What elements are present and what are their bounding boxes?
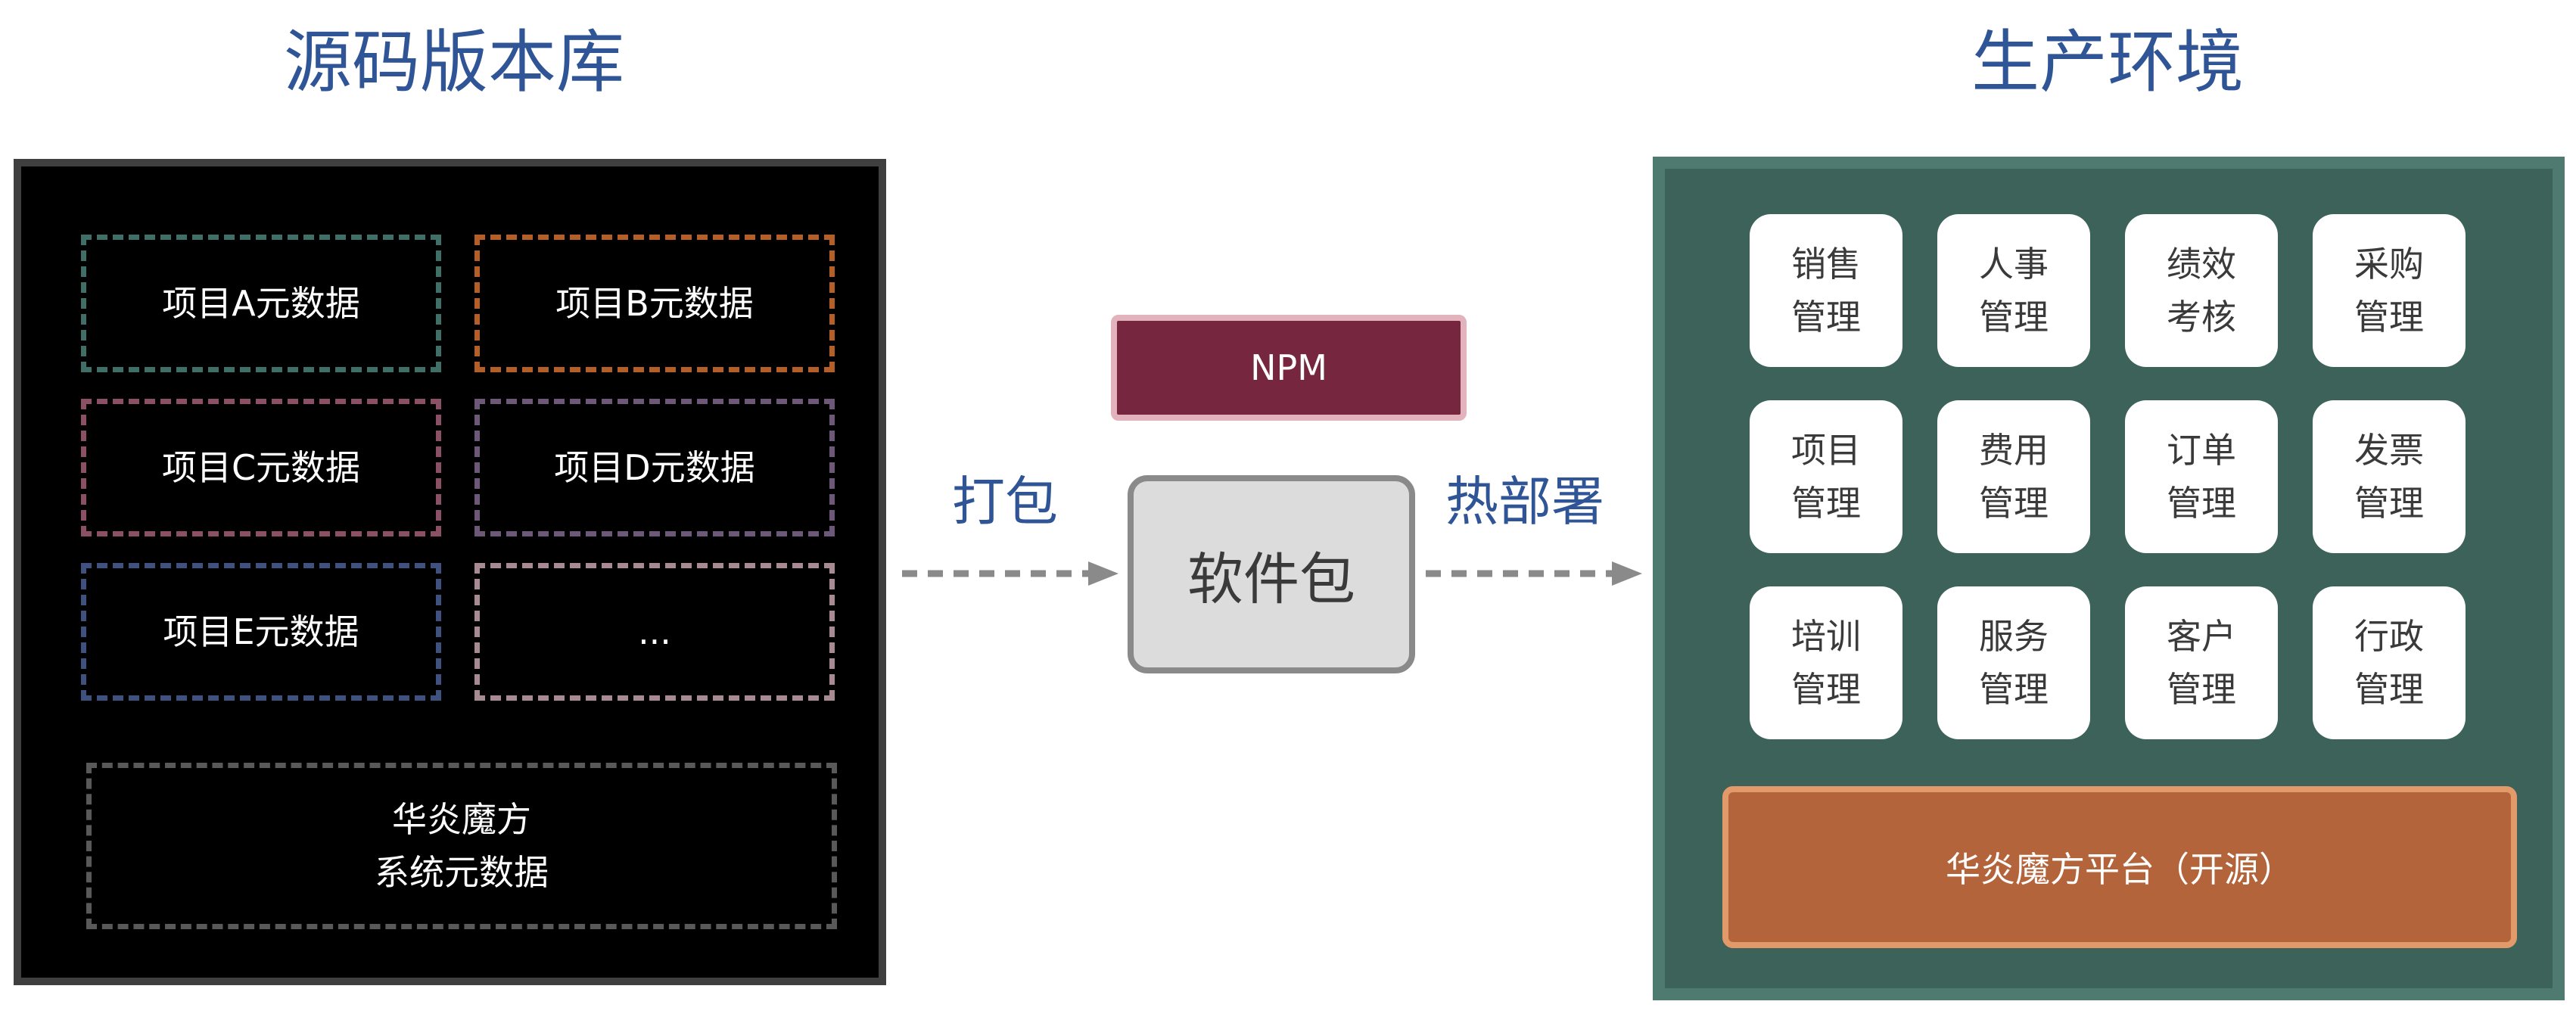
module-line2: 管理 (2354, 483, 2424, 524)
production-container: 销售管理 人事管理 绩效考核 采购管理 项目管理 费用管理 订单管理 发票管理 … (1653, 157, 2565, 1000)
module-line2: 管理 (1979, 669, 2049, 710)
module-line1: 行政 (2354, 616, 2424, 657)
software-package-box: 软件包 (1128, 475, 1415, 673)
module-line2: 管理 (2167, 483, 2236, 524)
more-metadata-label: ... (638, 611, 671, 652)
pack-arrow (902, 561, 1118, 586)
module-line1: 发票 (2354, 430, 2424, 471)
project-d-metadata-label: 项目D元数据 (554, 447, 755, 488)
platform-box: 华炎魔方平台（开源） (1722, 786, 2517, 948)
module-line1: 客户 (2167, 616, 2236, 657)
module-line1: 绩效 (2167, 244, 2236, 285)
module-line1: 销售 (1791, 244, 1861, 285)
module-line2: 考核 (2167, 297, 2236, 337)
system-metadata-line2: 系统元数据 (375, 852, 549, 893)
system-metadata: 华炎魔方 系统元数据 (86, 763, 837, 929)
module-order: 订单管理 (2125, 400, 2278, 553)
module-expense: 费用管理 (1937, 400, 2090, 553)
project-b-metadata-label: 项目B元数据 (555, 283, 754, 324)
module-line2: 管理 (1979, 297, 2049, 337)
module-service: 服务管理 (1937, 586, 2090, 739)
npm-box: NPM (1111, 315, 1467, 421)
module-line2: 管理 (1791, 483, 1861, 524)
project-a-metadata-label: 项目A元数据 (162, 283, 360, 324)
module-line1: 人事 (1979, 244, 2049, 285)
project-c-metadata: 项目C元数据 (81, 399, 441, 536)
module-line1: 采购 (2354, 244, 2424, 285)
module-line2: 管理 (1979, 483, 2049, 524)
more-metadata: ... (474, 563, 835, 701)
module-line2: 管理 (1791, 297, 1861, 337)
npm-label: NPM (1250, 347, 1327, 388)
module-line2: 管理 (2354, 669, 2424, 710)
project-d-metadata: 项目D元数据 (474, 399, 835, 536)
module-line1: 服务 (1979, 616, 2049, 657)
deploy-arrow (1426, 561, 1642, 586)
module-performance: 绩效考核 (2125, 214, 2278, 367)
module-customer: 客户管理 (2125, 586, 2278, 739)
module-project: 项目管理 (1750, 400, 1902, 553)
hot-deploy-label: 热部署 (1445, 471, 1604, 533)
module-line1: 订单 (2167, 430, 2236, 471)
module-line1: 培训 (1791, 616, 1861, 657)
source-repo-container: 项目A元数据 项目B元数据 项目C元数据 项目D元数据 项目E元数据 ... 华… (14, 159, 886, 985)
module-line2: 管理 (2167, 669, 2236, 710)
project-e-metadata-label: 项目E元数据 (163, 611, 359, 652)
module-line2: 管理 (1791, 669, 1861, 710)
module-invoice: 发票管理 (2313, 400, 2466, 553)
module-line1: 费用 (1979, 430, 2049, 471)
module-purchasing: 采购管理 (2313, 214, 2466, 367)
source-repo-title: 源码版本库 (284, 23, 624, 102)
module-training: 培训管理 (1750, 586, 1902, 739)
project-c-metadata-label: 项目C元数据 (161, 447, 361, 488)
module-administration: 行政管理 (2313, 586, 2466, 739)
module-line2: 管理 (2354, 297, 2424, 337)
module-sales: 销售管理 (1750, 214, 1902, 367)
platform-label: 华炎魔方平台（开源） (1946, 849, 2294, 890)
project-a-metadata: 项目A元数据 (81, 235, 441, 372)
project-e-metadata: 项目E元数据 (81, 563, 441, 701)
production-title: 生产环境 (1971, 23, 2244, 102)
module-hr: 人事管理 (1937, 214, 2090, 367)
project-b-metadata: 项目B元数据 (474, 235, 835, 372)
system-metadata-line1: 华炎魔方 (392, 799, 531, 840)
module-line1: 项目 (1791, 430, 1861, 471)
software-package-label: 软件包 (1187, 546, 1355, 612)
pack-label: 打包 (952, 471, 1058, 533)
